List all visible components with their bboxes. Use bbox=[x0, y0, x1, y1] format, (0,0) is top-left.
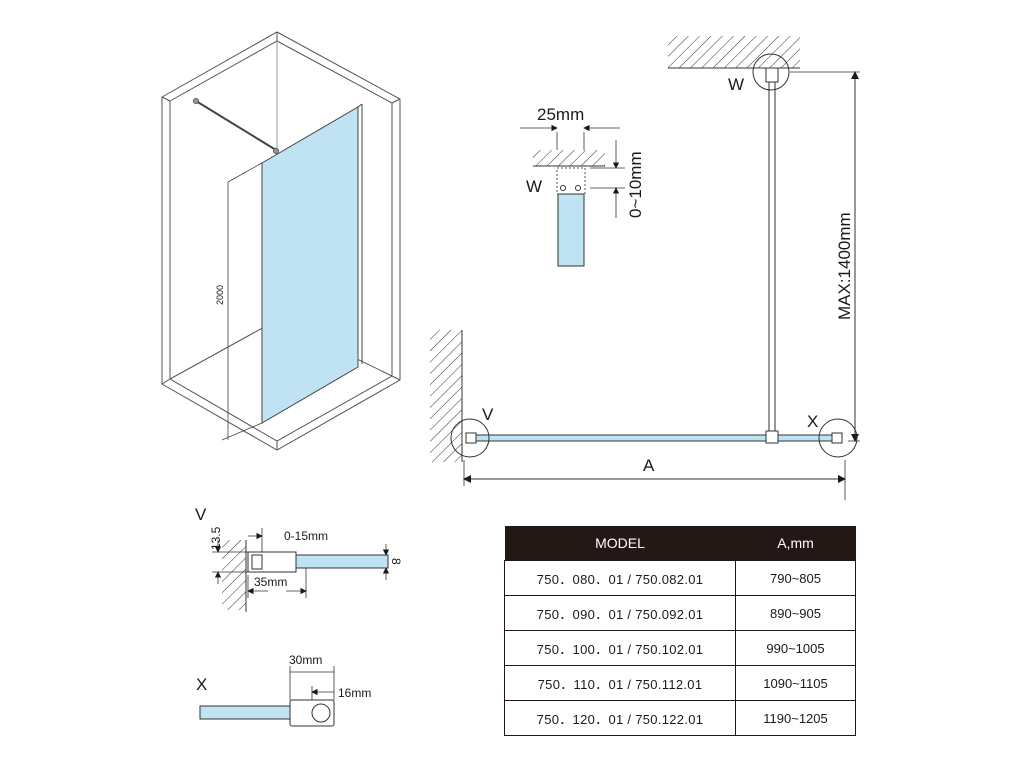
model-cell: 750．100．01 / 750.102.01 bbox=[504, 630, 736, 666]
table-row: 750．090．01 / 750.092.01 890~905 bbox=[504, 595, 856, 631]
v-depth-label: 35mm bbox=[254, 575, 287, 589]
x-glass bbox=[199, 705, 293, 720]
x-width-label: 30mm bbox=[289, 653, 322, 667]
plan-view bbox=[430, 36, 860, 500]
plan-a-label: A bbox=[643, 456, 655, 475]
w-width-label: 25mm bbox=[537, 105, 584, 124]
a-cell: 990~1005 bbox=[735, 630, 856, 666]
model-spec-table: MODEL A,mm 750．080．01 / 750.082.01 790~8… bbox=[504, 526, 856, 736]
v-detail-label: V bbox=[195, 505, 207, 524]
a-cell: 890~905 bbox=[735, 595, 856, 631]
table-row: 750．110．01 / 750.112.01 1090~1105 bbox=[504, 665, 856, 701]
table-header-row: MODEL A,mm bbox=[504, 526, 856, 561]
model-cell: 750．090．01 / 750.092.01 bbox=[504, 595, 736, 631]
detail-v bbox=[212, 528, 390, 612]
a-cell: 1190~1205 bbox=[735, 700, 856, 736]
plan-w-label: W bbox=[728, 75, 744, 94]
a-header: A,mm bbox=[735, 526, 856, 561]
a-cell: 790~805 bbox=[735, 560, 856, 596]
detail-circle-v bbox=[450, 418, 490, 458]
w-rod bbox=[557, 193, 585, 267]
glass-panel bbox=[261, 106, 359, 424]
detail-circle-w bbox=[752, 53, 790, 91]
plan-support-rod bbox=[768, 77, 776, 439]
plan-height-label: MAX:1400mm bbox=[835, 212, 854, 320]
model-header: MODEL bbox=[504, 526, 736, 561]
model-cell: 750．080．01 / 750.082.01 bbox=[504, 560, 736, 596]
plan-glass bbox=[465, 434, 843, 442]
isometric-view bbox=[161, 31, 401, 451]
w-gap-label: 0~10mm bbox=[626, 151, 645, 218]
w-detail-label: W bbox=[526, 177, 542, 196]
x-offset-label: 16mm bbox=[338, 686, 371, 700]
v-glass bbox=[295, 554, 389, 569]
a-cell: 1090~1105 bbox=[735, 665, 856, 701]
plan-v-label: V bbox=[482, 405, 494, 424]
detail-w bbox=[520, 124, 625, 267]
table-row: 750．120．01 / 750.122.01 1190~1205 bbox=[504, 700, 856, 736]
plan-x-label: X bbox=[807, 412, 818, 431]
table-row: 750．080．01 / 750.082.01 790~805 bbox=[504, 560, 856, 596]
v-gap-label: 0-15mm bbox=[284, 529, 328, 543]
v-thickness-label: 13.5 bbox=[209, 526, 223, 550]
table-row: 750．100．01 / 750.102.01 990~1005 bbox=[504, 630, 856, 666]
model-cell: 750．120．01 / 750.122.01 bbox=[504, 700, 736, 736]
ceiling-support-bar bbox=[195, 100, 277, 151]
v-glass-label: 8 bbox=[389, 558, 403, 565]
x-detail-label: X bbox=[196, 675, 207, 694]
detail-x bbox=[199, 666, 335, 727]
model-cell: 750．110．01 / 750.112.01 bbox=[504, 665, 736, 701]
iso-height-label: 2000 bbox=[215, 285, 225, 305]
